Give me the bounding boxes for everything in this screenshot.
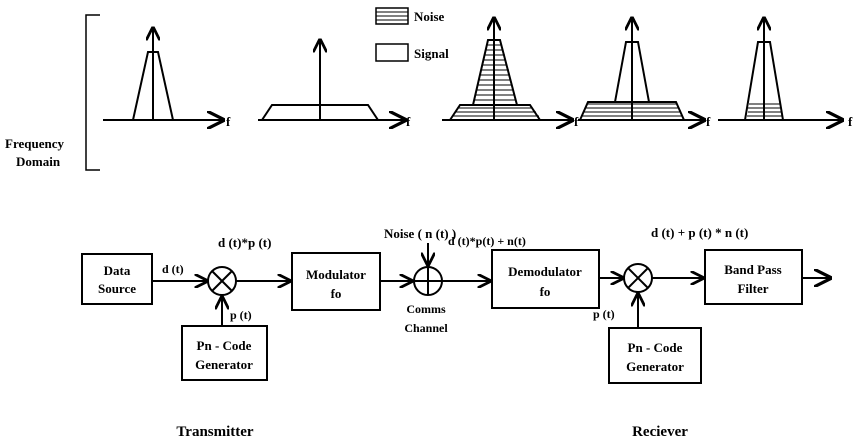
channel-adder [413,266,443,296]
comms-channel-label-1: Comms [406,302,446,316]
tx-mixer [207,266,237,296]
frequency-domain-label-line2: Domain [16,154,61,169]
noise-legend-label: Noise [414,9,445,24]
tx-pn-label-2: Generator [195,357,253,372]
noise-input-label: Noise ( n (t) ) [384,226,456,241]
frequency-domain-label-line1: Frequency [5,136,64,151]
rx-p-t-label: p (t) [593,307,615,321]
tx-pn-label-1: Pn - Code [197,338,252,353]
frequency-domain-bracket [85,14,100,171]
rx-out-label: d (t) + p (t) * n (t) [651,225,748,240]
noise-legend-swatch [375,7,409,25]
spectrum-spread-plus-noise: f [442,18,579,129]
f-axis-label-5: f [848,114,853,129]
signal-legend-swatch [375,43,409,62]
demodulator-label-2: fo [540,284,551,299]
modulator-label-2: fo [331,286,342,301]
rx-mixer [623,263,653,293]
comms-channel-label-2: Channel [404,321,448,335]
dp-label: d (t)*p (t) [218,235,271,250]
modulator-block: Modulator fo [291,252,381,311]
f-axis-label-3: f [574,114,579,129]
f-axis-label-4: f [706,114,711,129]
legend: Noise Signal [375,7,449,62]
data-source-block: Data Source [81,253,153,305]
spectrum-data-signal: f [103,28,231,129]
transmitter-label: Transmitter [176,424,254,440]
signal-legend-label: Signal [414,46,449,61]
rx-pn-label-2: Generator [626,359,684,374]
d-t-label: d (t) [162,262,184,276]
demodulator-block: Demodulator fo [491,249,600,309]
spectrum-filtered-output: f [718,18,853,129]
data-source-label-2: Source [98,281,136,296]
spectrum-despread-plus-spread-noise: f [578,18,711,129]
tx-p-t-label: p (t) [230,308,252,322]
f-axis-label-2: f [406,114,411,129]
demodulator-label-1: Demodulator [508,264,582,279]
f-axis-label-1: f [226,114,231,129]
receiver-label: Reciever [632,424,688,440]
spectrum-spread-signal: f [258,40,411,129]
modulator-label-1: Modulator [306,267,366,282]
data-source-label-1: Data [104,263,131,278]
rx-pn-label-1: Pn - Code [628,340,683,355]
channel-out-label: d (t)*p(t) + n(t) [448,234,526,248]
bpf-label-2: Filter [737,281,768,296]
band-pass-filter-block: Band Pass Filter [704,249,803,305]
rx-pn-code-generator: Pn - Code Generator [608,327,702,384]
bpf-label-1: Band Pass [724,262,781,277]
tx-pn-code-generator: Pn - Code Generator [181,325,268,381]
